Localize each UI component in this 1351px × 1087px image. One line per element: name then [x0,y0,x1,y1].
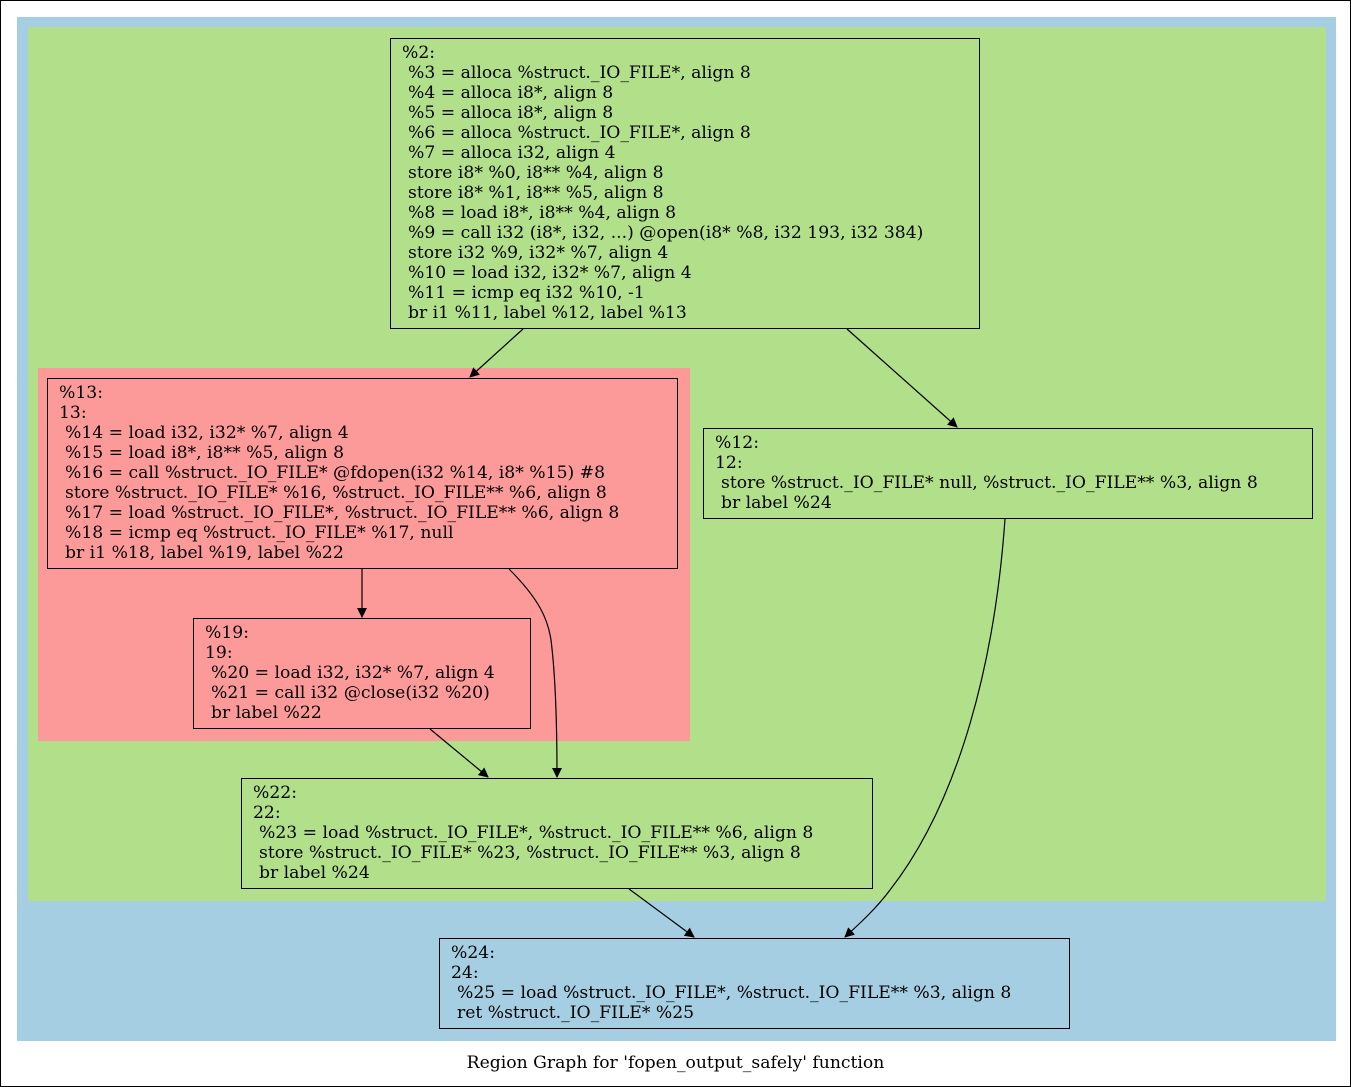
block-13: %13:13:%14 = load i32, i32* %7, align 4%… [47,378,678,569]
instruction-line: %2: [402,43,436,63]
block-24: %24:24:%25 = load %struct._IO_FILE*, %st… [439,938,1070,1029]
instruction-line: store i32 %9, i32* %7, align 4 [408,243,669,263]
instruction-line: 22: [253,803,281,823]
instruction-line: %5 = alloca i8*, align 8 [408,103,614,123]
instruction-line: %7 = alloca i32, align 4 [408,143,616,163]
instruction-line: br label %24 [721,493,832,513]
instruction-line: %12: [715,433,759,453]
instruction-line: %16 = call %struct._IO_FILE* @fdopen(i32… [65,463,606,483]
instruction-line: 24: [451,963,479,983]
instruction-line: %17 = load %struct._IO_FILE*, %struct._I… [65,503,620,523]
instruction-line: %14 = load i32, i32* %7, align 4 [65,423,349,443]
instruction-line: 19: [205,643,233,663]
instruction-line: %19: [205,623,249,643]
graph-caption: Region Graph for 'fopen_output_safely' f… [466,1053,885,1073]
instruction-line: 12: [715,453,743,473]
instruction-line: %15 = load i8*, i8** %5, align 8 [65,443,345,463]
instruction-line: %18 = icmp eq %struct._IO_FILE* %17, nul… [65,523,454,543]
instruction-line: %10 = load i32, i32* %7, align 4 [408,263,692,283]
instruction-line: %13: [59,383,103,403]
instruction-line: %11 = icmp eq i32 %10, -1 [408,283,645,303]
instruction-line: br i1 %11, label %12, label %13 [408,303,687,323]
instruction-line: %8 = load i8*, i8** %4, align 8 [408,203,677,223]
instruction-line: store %struct._IO_FILE* null, %struct._I… [721,473,1258,493]
instruction-line: store %struct._IO_FILE* %16, %struct._IO… [65,483,607,503]
instruction-line: %24: [451,943,495,963]
instruction-line: store i8* %1, i8** %5, align 8 [408,183,664,203]
instruction-line: %3 = alloca %struct._IO_FILE*, align 8 [408,63,751,83]
instruction-line: br i1 %18, label %19, label %22 [65,543,344,563]
instruction-line: br label %22 [211,703,322,723]
instruction-line: %20 = load i32, i32* %7, align 4 [211,663,495,683]
instruction-line: ret %struct._IO_FILE* %25 [457,1003,695,1023]
instruction-line: %22: [253,783,297,803]
instruction-line: %23 = load %struct._IO_FILE*, %struct._I… [259,823,814,843]
instruction-line: br label %24 [259,863,370,883]
block-12: %12:12:store %struct._IO_FILE* null, %st… [703,428,1313,519]
instruction-line: store %struct._IO_FILE* %23, %struct._IO… [259,843,801,863]
instruction-line: %25 = load %struct._IO_FILE*, %struct._I… [457,983,1012,1003]
block-2: %2:%3 = alloca %struct._IO_FILE*, align … [390,38,980,329]
instruction-line: %9 = call i32 (i8*, i32, ...) @open(i8* … [408,223,924,243]
instruction-line: store i8* %0, i8** %4, align 8 [408,163,664,183]
block-22: %22:22:%23 = load %struct._IO_FILE*, %st… [241,778,873,889]
instruction-line: 13: [59,403,87,423]
block-19: %19:19:%20 = load i32, i32* %7, align 4%… [193,618,531,729]
instruction-line: %4 = alloca i8*, align 8 [408,83,614,103]
instruction-line: %21 = call i32 @close(i32 %20) [211,683,490,703]
instruction-line: %6 = alloca %struct._IO_FILE*, align 8 [408,123,751,143]
